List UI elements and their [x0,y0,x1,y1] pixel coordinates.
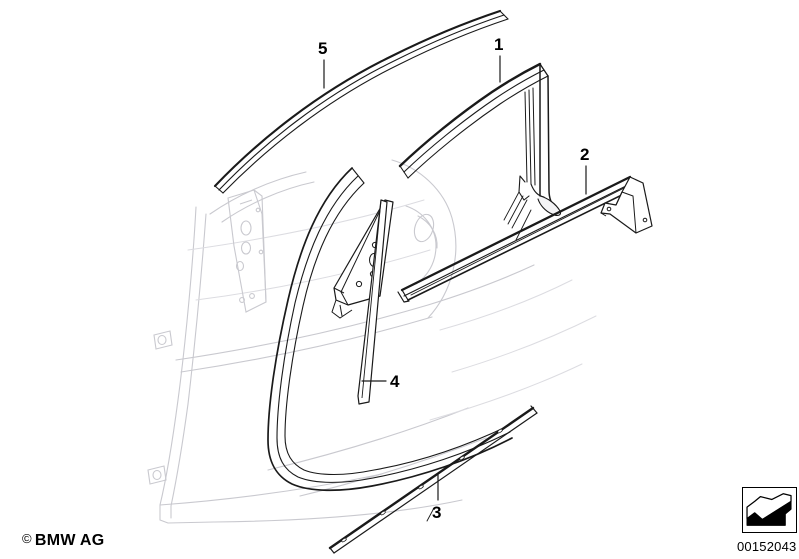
copyright-symbol: © [22,531,32,546]
callout-number-2[interactable]: 2 [580,145,590,164]
callout-number-3[interactable]: 3 [432,503,442,522]
callout-number-4[interactable]: 4 [390,372,400,391]
arrow-plate-icon [746,493,792,526]
copyright-notice: ©BMW AG [22,531,105,550]
orientation-icon-box [742,487,797,533]
copyright-owner: BMW AG [34,532,105,549]
callout-number-1[interactable]: 1 [494,35,504,54]
part-reference-number: 00152043 [737,539,797,554]
leader-lines [323,55,587,501]
callout-number-5[interactable]: 5 [318,39,328,58]
